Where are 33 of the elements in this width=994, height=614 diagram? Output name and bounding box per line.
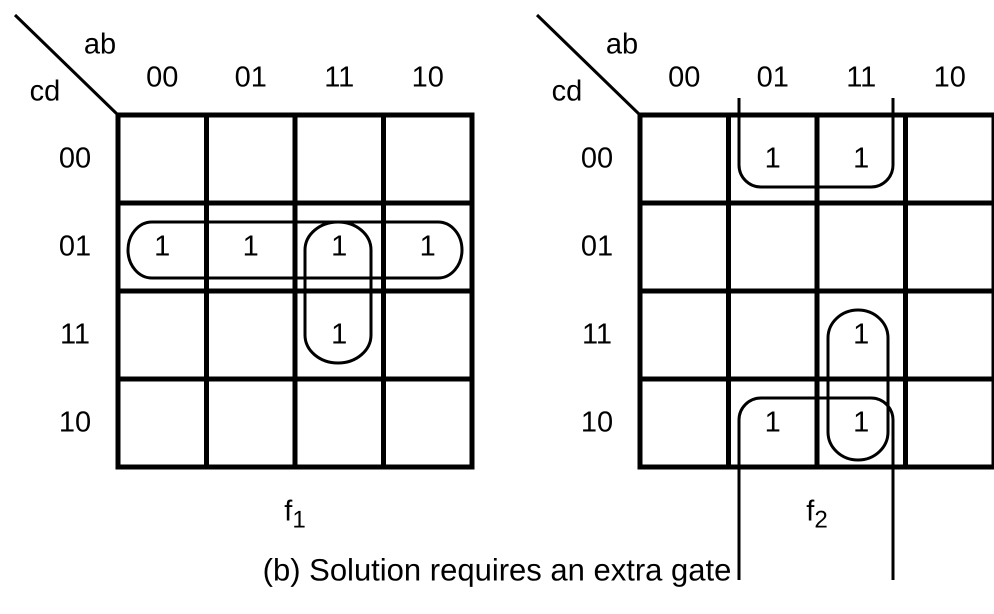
column-header: 11: [324, 64, 354, 92]
row-header: 11: [582, 320, 612, 350]
column-header: 01: [234, 64, 267, 92]
row-header: 10: [580, 408, 614, 438]
row-header: 01: [580, 232, 614, 262]
column-header: 01: [756, 64, 789, 92]
cell-value: 1: [420, 232, 436, 262]
row-header: 11: [60, 320, 90, 350]
cell-value: 1: [331, 320, 348, 350]
column-header: 10: [934, 64, 966, 92]
cell-value: 1: [242, 232, 259, 262]
row-header: 00: [580, 144, 614, 174]
caption: (b) Solution requires an extra gate: [262, 554, 732, 586]
cell-value: 1: [853, 320, 870, 350]
cell-value: 1: [154, 232, 170, 262]
variable-label: cd: [552, 78, 582, 106]
variable-label: ab: [84, 30, 116, 60]
cell-value: 1: [853, 408, 870, 438]
column-header: 11: [846, 64, 876, 92]
row-header: 00: [58, 144, 92, 174]
variable-label: cd: [30, 78, 60, 106]
column-header: 00: [668, 64, 700, 92]
row-header: 10: [58, 408, 92, 438]
column-header: 00: [146, 64, 178, 92]
cell-value: 1: [764, 408, 781, 438]
column-header: 10: [412, 64, 444, 92]
cell-value: 1: [853, 144, 870, 174]
row-header: 01: [58, 232, 92, 262]
function-label: f$_{1}$: [284, 498, 306, 532]
cell-value: 1: [764, 144, 781, 174]
function-label: f$_{2}$: [806, 498, 828, 532]
cell-value: 1: [331, 232, 348, 262]
variable-label: ab: [606, 30, 638, 60]
